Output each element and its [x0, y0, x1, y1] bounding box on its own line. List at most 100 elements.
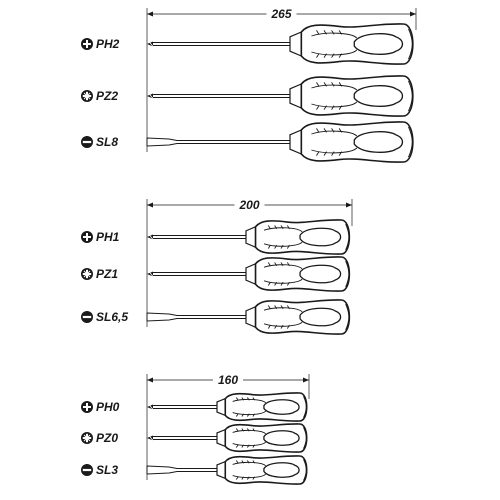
grip-rib — [267, 305, 271, 310]
screwdriver: SL8 — [81, 121, 414, 163]
length-label: 265 — [270, 7, 291, 21]
screwdriver: PZ2 — [81, 75, 414, 117]
grip-rib — [252, 460, 256, 464]
pozidriv-icon — [81, 268, 93, 280]
handle-end-cap — [345, 223, 350, 251]
grip-rib — [241, 397, 245, 401]
grip-rib — [267, 225, 271, 230]
grip-rib — [280, 324, 284, 329]
grip-rib — [241, 413, 245, 417]
pozidriv-icon — [81, 432, 93, 444]
handle-neck — [216, 460, 226, 480]
tool-label: PZ1 — [96, 267, 118, 281]
handle-contour — [311, 101, 358, 108]
handle-neck — [245, 225, 257, 249]
handle-contour — [263, 321, 303, 327]
handle-grip-window — [299, 264, 342, 284]
handle — [216, 455, 308, 485]
tool-label: PH1 — [96, 230, 120, 244]
grip-rib — [280, 281, 284, 286]
arrow-left — [147, 377, 153, 383]
shaft — [146, 312, 247, 322]
grip-rib — [274, 324, 278, 329]
screwdriver: PH0 — [81, 392, 308, 422]
handle-grip-window — [353, 33, 404, 55]
grip-rib — [331, 151, 335, 156]
handle-end-cap — [408, 28, 413, 60]
grip-rib — [316, 82, 320, 87]
dimension-label-bg — [213, 372, 243, 386]
grip-rib — [331, 105, 335, 110]
grip-rib — [241, 460, 245, 464]
length-label: 200 — [238, 198, 259, 212]
grip-rib — [316, 53, 320, 58]
length-dimension: 200 — [146, 197, 353, 327]
grip-rib — [280, 262, 284, 267]
phillips-icon — [81, 231, 93, 243]
tool-label: PH2 — [96, 37, 120, 51]
dimension-label-bg — [234, 197, 265, 211]
grip-rib — [286, 244, 290, 249]
grip-rib — [323, 128, 327, 133]
length-dimension: 265 — [146, 6, 417, 152]
handle — [216, 423, 308, 453]
grip-rib — [338, 128, 343, 133]
grip-rib — [323, 151, 327, 156]
grip-rib — [235, 460, 239, 464]
grip-rib — [338, 105, 343, 110]
screwdriver: SL3 — [81, 455, 308, 485]
shaft — [146, 465, 218, 475]
handle-grip-window — [353, 131, 404, 153]
grip-rib — [241, 476, 245, 480]
grip-rib — [286, 262, 290, 267]
grip-rib — [267, 324, 271, 329]
grip-rib — [323, 53, 327, 58]
handle — [245, 256, 351, 292]
slotted-icon — [81, 464, 93, 476]
grip-rib — [252, 476, 256, 480]
grip-rib — [267, 281, 271, 286]
handle-end-cap — [408, 126, 413, 158]
grip-rib — [316, 151, 320, 156]
arrow-left — [147, 11, 153, 17]
phillips-icon — [81, 401, 93, 413]
grip-rib — [235, 444, 239, 448]
shaft — [146, 137, 291, 147]
handle-grip-window — [299, 307, 342, 327]
arrow-right — [303, 377, 309, 383]
grip-rib — [316, 30, 320, 35]
handle-contour — [232, 410, 267, 416]
handle-contour — [232, 429, 267, 435]
handle — [216, 392, 308, 422]
handle-contour — [263, 227, 303, 233]
grip-rib — [331, 30, 335, 35]
grip-rib — [331, 82, 335, 87]
grip-rib — [280, 225, 284, 230]
screwdriver: PZ1 — [81, 256, 351, 292]
grip-rib — [246, 444, 250, 448]
grip-rib — [235, 413, 239, 417]
tool-label: PZ2 — [96, 89, 118, 103]
grip-rib — [316, 128, 320, 133]
handle-end-cap — [303, 396, 307, 418]
grip-rib — [246, 476, 250, 480]
tool-label: SL8 — [96, 135, 118, 149]
tool-label: PZ0 — [96, 431, 118, 445]
handle-contour — [311, 84, 358, 91]
grip-rib — [252, 413, 256, 417]
phillips-icon — [81, 38, 93, 50]
tool-label: SL6,5 — [96, 310, 128, 324]
handle-end-cap — [408, 80, 413, 112]
grip-rib — [274, 305, 278, 310]
arrow-right — [410, 11, 416, 17]
grip-rib — [286, 305, 290, 310]
handle-neck — [289, 83, 302, 109]
grip-rib — [338, 53, 343, 58]
grip-rib — [235, 397, 239, 401]
handle-contour — [311, 147, 358, 154]
handle — [245, 219, 351, 255]
screwdriver: PH1 — [81, 219, 351, 255]
